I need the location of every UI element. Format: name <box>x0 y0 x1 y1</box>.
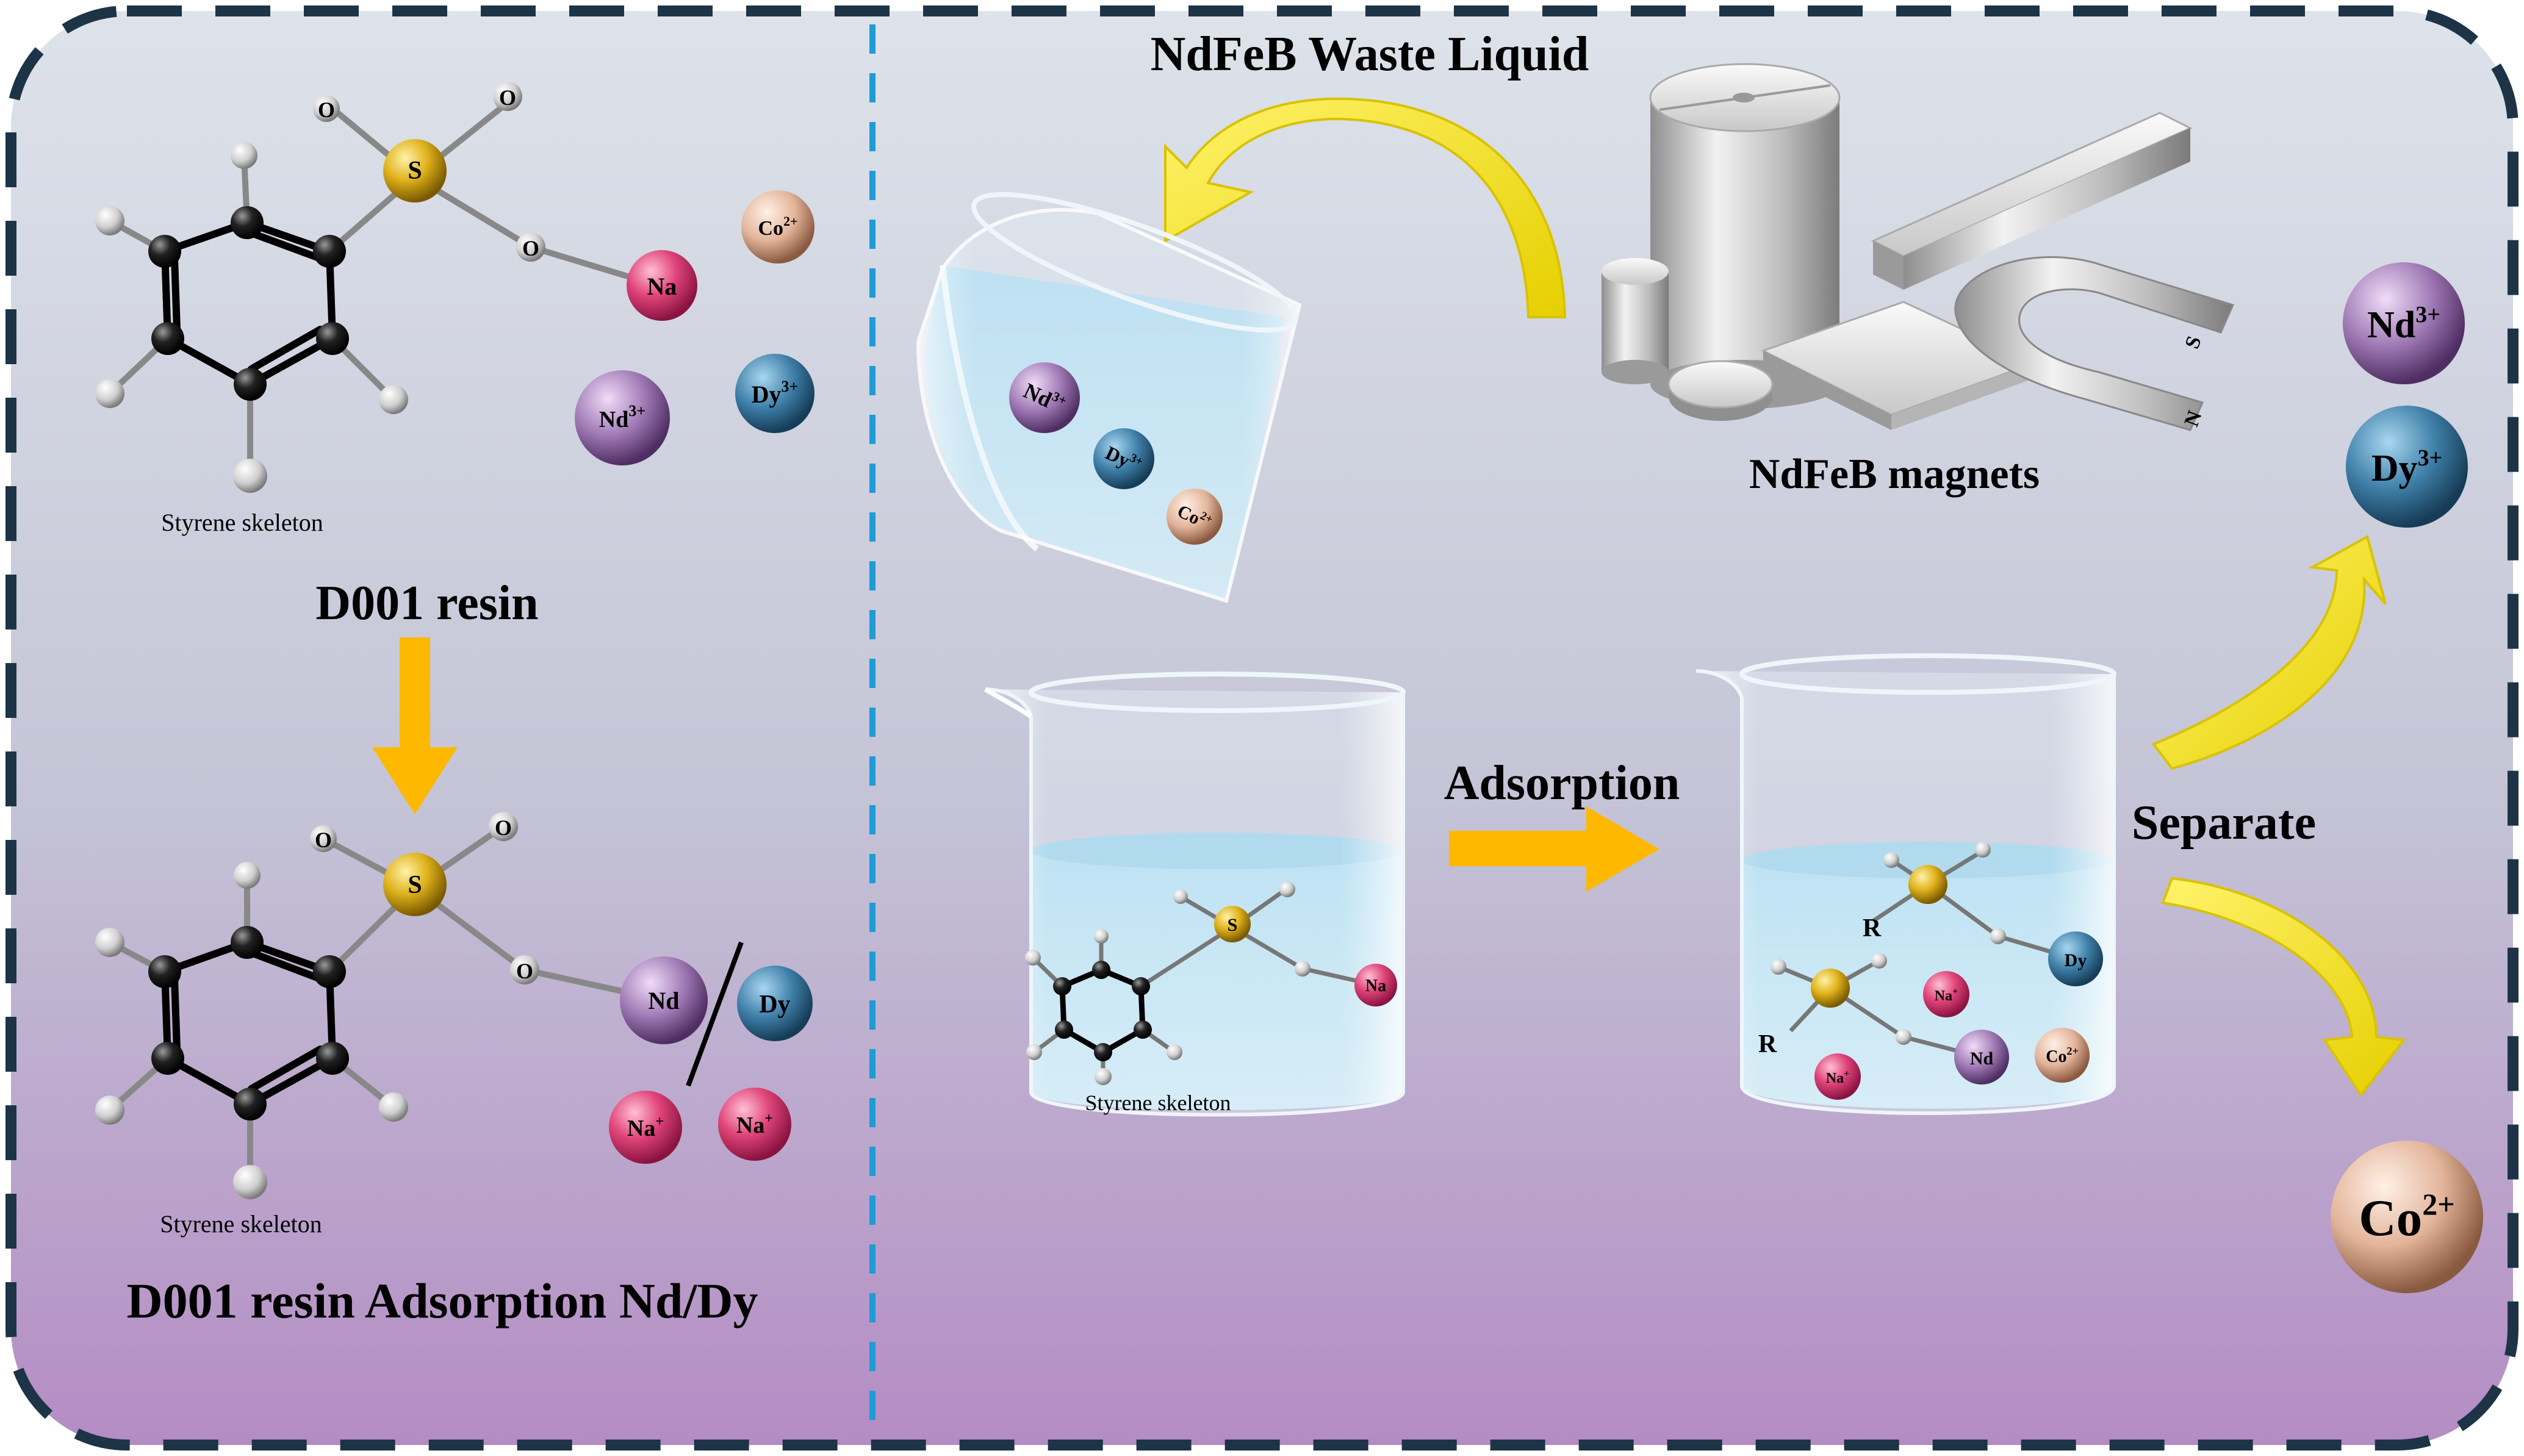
beaker-with-resin: S Na Styrene skeleton <box>983 672 1406 1117</box>
separate-label: Separate <box>2132 796 2316 850</box>
svg-text:Co2+: Co2+ <box>2046 1045 2079 1066</box>
svg-text:Na: Na <box>1365 977 1386 995</box>
neodymium-product <box>2343 262 2465 384</box>
oxygen-atom <box>510 955 539 984</box>
beaker-after-adsorption: R R Dy Na+ Nd Co2+ Na+ <box>1695 653 2116 1115</box>
product-ions: Nd3+ Dy3+ Co2+ <box>2331 262 2483 1293</box>
neodymium-ion <box>575 370 670 465</box>
separate-arrow-down <box>2161 877 2406 1097</box>
d001-adsorption-title: D001 resin Adsorption Nd/Dy <box>126 1273 758 1329</box>
adsorption-label: Adsorption <box>1444 756 1680 810</box>
styrene-skeleton-label: Styrene skeleton <box>1085 1091 1231 1115</box>
svg-text:Co2+: Co2+ <box>2359 1187 2454 1247</box>
cobalt-ion <box>741 190 814 264</box>
oxygen-atom <box>313 95 340 122</box>
adsorption-arrow <box>1449 806 1659 892</box>
top-resin-molecule: S O O O Na Styrene skeleton <box>95 82 697 536</box>
svg-text:Dy3+: Dy3+ <box>2371 445 2442 489</box>
ndfeb-magnets-label: NdFeB magnets <box>1749 451 2040 498</box>
dysprosium-product <box>2346 406 2468 528</box>
svg-text:Na+: Na+ <box>627 1114 664 1141</box>
svg-text:Nd3+: Nd3+ <box>2367 302 2440 346</box>
oxygen-label: O <box>499 85 516 110</box>
oxygen-atom <box>489 812 518 841</box>
svg-text:R: R <box>1758 1030 1777 1058</box>
svg-text:Na+: Na+ <box>736 1111 773 1138</box>
curved-arrow-to-beaker <box>1164 97 1567 318</box>
styrene-skeleton-label: Styrene skeleton <box>161 509 323 536</box>
sodium-label: Na <box>647 273 677 300</box>
svg-text:Dy3+: Dy3+ <box>752 378 799 408</box>
oxygen-atom <box>493 82 522 111</box>
oxygen-label: O <box>516 959 533 983</box>
oxygen-label: O <box>315 828 332 852</box>
styrene-skeleton-label: Styrene skeleton <box>160 1210 322 1238</box>
svg-text:Nd: Nd <box>1970 1049 1994 1069</box>
cobalt-product <box>2331 1141 2483 1293</box>
oxygen-atom <box>516 232 545 262</box>
d001-resin-title: D001 resin <box>315 576 538 630</box>
svg-text:R: R <box>1863 914 1882 942</box>
oxygen-label: O <box>522 236 539 260</box>
svg-text:Co2+: Co2+ <box>758 213 797 240</box>
pouring-beaker: Nd3+ Dy3+ Co2+ <box>916 192 1302 603</box>
waste-liquid-label: NdFeB Waste Liquid <box>1151 27 1589 81</box>
released-sodium-ions: Na+ Na+ <box>609 1088 791 1164</box>
oxygen-atom <box>310 825 337 852</box>
sulfur-label: S <box>408 871 422 899</box>
sodium-atom <box>627 250 697 321</box>
bottom-resin-molecule: S O O O Nd Dy Styrene skeleton <box>95 812 813 1238</box>
svg-text:Nd3+: Nd3+ <box>599 402 645 432</box>
oxygen-label: O <box>318 98 335 122</box>
svg-text:S: S <box>1228 915 1238 935</box>
neodymium-label: Nd <box>648 987 679 1014</box>
oxygen-label: O <box>495 816 512 840</box>
down-arrow <box>372 637 458 814</box>
svg-text:Na+: Na+ <box>1935 986 1958 1004</box>
or-slash <box>686 941 744 1087</box>
dysprosium-ion <box>735 354 814 433</box>
svg-text:Dy: Dy <box>2065 950 2087 970</box>
dashed-frame <box>5 5 2519 1451</box>
separate-arrow-up <box>2151 535 2387 770</box>
dysprosium-atom <box>737 966 813 1041</box>
free-ions: Co2+ Dy3+ Nd3+ <box>575 190 814 465</box>
sulfur-label: S <box>408 157 422 185</box>
sulfur-atom <box>383 853 447 916</box>
dysprosium-label: Dy <box>759 991 790 1019</box>
sulfur-atom <box>383 139 447 203</box>
ndfeb-magnets: N S <box>1602 63 2235 431</box>
svg-text:Na+: Na+ <box>1826 1069 1849 1086</box>
neodymium-atom <box>620 956 708 1044</box>
